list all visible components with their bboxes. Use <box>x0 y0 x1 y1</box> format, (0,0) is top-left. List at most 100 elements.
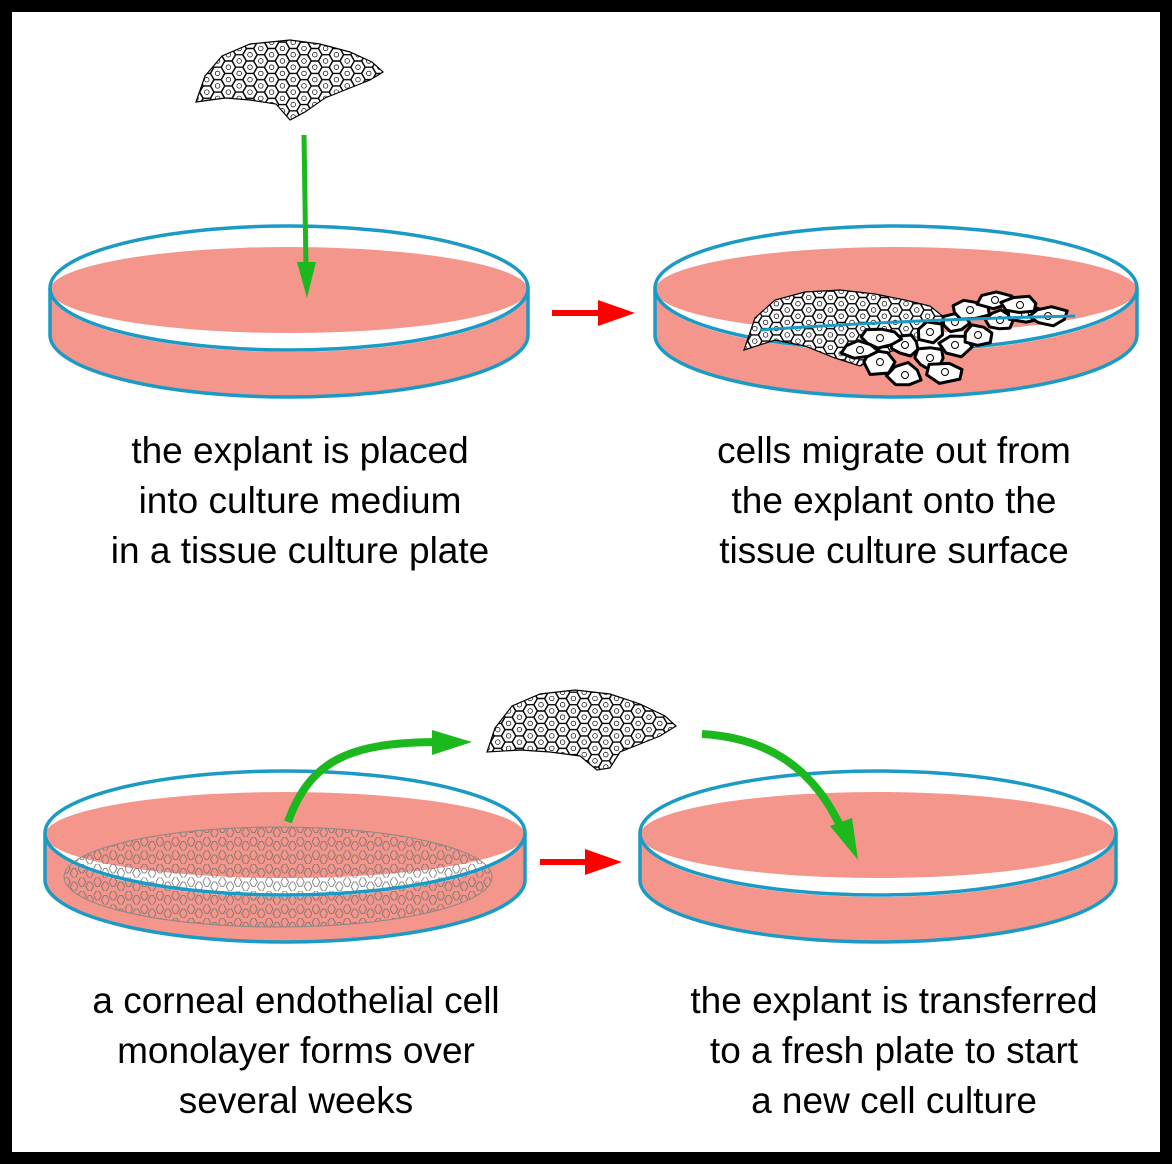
cell-nucleus <box>571 821 576 826</box>
cell-nucleus <box>539 790 544 795</box>
explant-cell <box>438 49 452 61</box>
explant-cell <box>1158 423 1160 435</box>
cell-nucleus <box>560 777 565 782</box>
explant-cell <box>373 161 387 173</box>
cell-nucleus <box>828 407 833 412</box>
explant-cell <box>600 92 614 104</box>
explant-cell <box>856 410 870 422</box>
cell-nucleus <box>806 294 812 301</box>
explant-cell <box>599 774 613 786</box>
explant-cell <box>610 124 624 136</box>
cell-nucleus <box>603 840 608 845</box>
cell-nucleus <box>204 114 210 120</box>
cell-nucleus <box>474 46 479 51</box>
explant-cell <box>200 161 214 173</box>
cell-nucleus <box>248 140 253 145</box>
cell-nucleus <box>711 690 716 695</box>
cell-nucleus <box>528 821 533 826</box>
explant-cell <box>567 161 581 173</box>
cell-nucleus <box>355 101 361 108</box>
explant-cell <box>718 742 732 754</box>
explant-cell <box>438 111 452 123</box>
caption-line: in a tissue culture plate <box>110 530 490 571</box>
cell-nucleus <box>507 165 512 170</box>
explant-cell <box>566 690 581 693</box>
cell-nucleus <box>615 102 620 107</box>
cell-nucleus <box>453 133 458 138</box>
cell-nucleus <box>572 40 577 45</box>
explant-cell <box>804 742 818 754</box>
cell-nucleus <box>258 171 263 176</box>
cell-nucleus <box>701 796 706 801</box>
explant-cell <box>578 167 592 179</box>
explant-cell <box>609 729 624 743</box>
caption-line: the explant is transferred <box>690 980 1098 1021</box>
explant-cell <box>589 111 603 123</box>
cell-nucleus <box>774 414 779 419</box>
cell-nucleus <box>841 690 846 695</box>
cell-nucleus <box>355 76 361 83</box>
cell-nucleus <box>539 852 544 857</box>
cell-nucleus <box>1152 345 1157 350</box>
cell-nucleus <box>258 95 264 102</box>
cell-nucleus <box>410 158 415 163</box>
explant-cell <box>405 30 419 42</box>
explant-cell <box>427 167 441 179</box>
cell-nucleus <box>1066 382 1071 387</box>
explant-cell <box>1148 292 1160 304</box>
cell-nucleus <box>464 165 469 170</box>
cell-nucleus <box>860 325 866 332</box>
explant-cell <box>1148 304 1160 316</box>
cell-nucleus <box>841 765 846 770</box>
cell-nucleus <box>464 177 469 182</box>
explant-cell <box>522 754 538 768</box>
cell-nucleus <box>334 152 339 157</box>
explant-cell <box>826 705 840 717</box>
cell-nucleus <box>636 684 641 689</box>
explant-cell <box>492 55 506 67</box>
cell-nucleus <box>269 177 274 182</box>
cell-nucleus <box>882 401 887 406</box>
explant-cell <box>652 754 668 768</box>
explant-cell <box>524 136 538 148</box>
explant-cell <box>339 92 355 105</box>
cell-nucleus <box>538 702 544 708</box>
cell-nucleus <box>442 152 447 157</box>
cell-nucleus <box>333 114 340 120</box>
explant-cell <box>533 710 549 724</box>
explant-cell <box>522 767 538 770</box>
explant-cell <box>598 723 614 736</box>
cell-nucleus <box>849 332 855 338</box>
explant-cell <box>481 174 495 186</box>
explant-cell <box>964 410 978 422</box>
explant-cell <box>901 749 915 761</box>
explant-cell <box>340 155 354 167</box>
explant-cell <box>275 92 290 105</box>
cell-nucleus <box>518 121 523 126</box>
cell-nucleus <box>795 338 801 344</box>
explant-cell <box>587 742 603 755</box>
cell-nucleus <box>291 152 296 157</box>
explant-cell <box>513 80 527 92</box>
explant-cell <box>750 761 764 773</box>
cell-nucleus <box>711 765 716 770</box>
explant-cell <box>576 723 592 736</box>
explant-cell <box>729 686 743 698</box>
explant-cell <box>566 692 581 705</box>
cell-nucleus <box>355 64 361 70</box>
cell-nucleus <box>806 407 811 412</box>
cell-nucleus <box>291 165 296 170</box>
diagram-artwork <box>43 30 1160 944</box>
cell-nucleus <box>196 58 199 64</box>
explant-cell <box>534 774 548 786</box>
cell-nucleus <box>559 714 566 720</box>
explant-cell <box>490 735 506 749</box>
cell-nucleus <box>247 101 253 108</box>
cell-nucleus <box>895 709 900 714</box>
explant-cell <box>200 186 214 198</box>
cell-nucleus <box>1141 351 1146 356</box>
explant-cell <box>513 180 527 192</box>
explant-cell <box>535 68 549 80</box>
cell-nucleus <box>506 684 511 689</box>
cell-nucleus <box>549 846 554 851</box>
